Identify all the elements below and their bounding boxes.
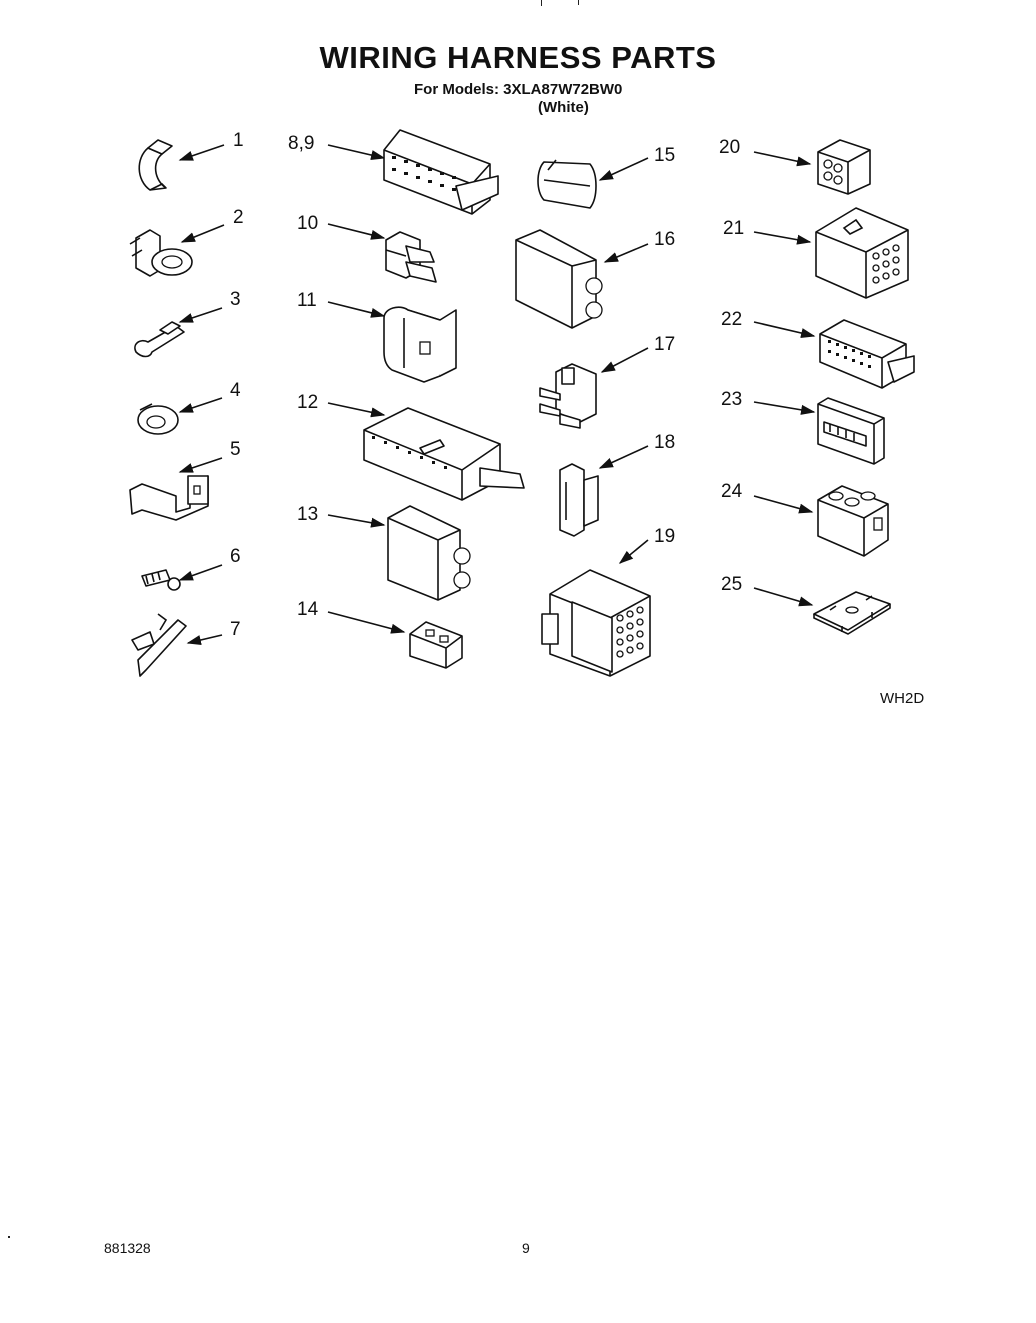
- page-number: 9: [522, 1240, 530, 1256]
- part-5-strap-clamp: [129, 475, 209, 521]
- part-25-plate: [813, 591, 891, 635]
- callout-label-18: 18: [654, 432, 676, 453]
- registration-mark: [578, 0, 579, 5]
- registration-mark: [541, 0, 542, 6]
- callout-label-21: 21: [723, 218, 745, 239]
- part-6-push-pin: [141, 569, 181, 591]
- callout-label-17: 17: [654, 334, 676, 355]
- color-note: (White): [538, 99, 589, 116]
- callout-label-16: 16: [654, 229, 676, 250]
- part-2-clamp: [129, 229, 193, 277]
- part-17-connector: [539, 363, 597, 429]
- callout-label-20: 20: [719, 137, 741, 158]
- diagram-code: WH2D: [880, 690, 925, 707]
- callout-label-6: 6: [230, 546, 241, 567]
- document-number: 881328: [104, 1240, 151, 1256]
- part-16-connector: [515, 229, 603, 329]
- part-12-terminal-strip: [363, 407, 525, 501]
- part-1-clip: [138, 139, 173, 191]
- part-18-connector: [559, 463, 599, 537]
- registration-mark: [8, 1236, 10, 1238]
- part-11-connector: [383, 306, 457, 383]
- part-10-connector: [385, 231, 437, 283]
- part-8-9-connector-housing: [383, 129, 499, 215]
- part-15-sleeve: [537, 159, 597, 209]
- callout-label-24: 24: [721, 481, 743, 502]
- callout-label-23: 23: [721, 389, 743, 410]
- callout-label-5: 5: [230, 439, 241, 460]
- part-14-connector: [409, 621, 463, 669]
- callout-label-2: 2: [233, 207, 244, 228]
- callout-label-4: 4: [230, 380, 241, 401]
- callout-label-11: 11: [297, 290, 317, 311]
- callout-label-14: 14: [297, 599, 319, 620]
- callout-label-1: 1: [233, 130, 244, 151]
- leader-arrows: [178, 144, 816, 645]
- models-line: For Models: 3XLA87W72BW0: [414, 81, 623, 98]
- part-20-connector: [817, 139, 871, 195]
- part-4-ring: [137, 403, 179, 435]
- callout-label-13: 13: [297, 504, 319, 525]
- part-7-tie: [131, 613, 187, 677]
- callout-label-8-9: 8,9: [288, 133, 315, 154]
- part-13-connector: [387, 505, 471, 601]
- part-19-connector: [541, 569, 651, 677]
- callout-label-3: 3: [230, 289, 241, 310]
- callout-label-22: 22: [721, 309, 743, 330]
- callout-label-7: 7: [230, 619, 241, 640]
- callout-label-25: 25: [721, 574, 743, 595]
- callout-label-15: 15: [654, 145, 676, 166]
- page-title: WIRING HARNESS PARTS: [319, 40, 717, 75]
- part-24-connector: [817, 485, 889, 557]
- part-3-wire-clip: [134, 321, 185, 358]
- part-21-connector: [815, 207, 909, 299]
- callout-label-19: 19: [654, 526, 676, 547]
- part-22-connector: [819, 319, 915, 389]
- callout-label-12: 12: [297, 392, 319, 413]
- part-23-connector: [817, 397, 885, 465]
- callout-label-10: 10: [297, 213, 319, 234]
